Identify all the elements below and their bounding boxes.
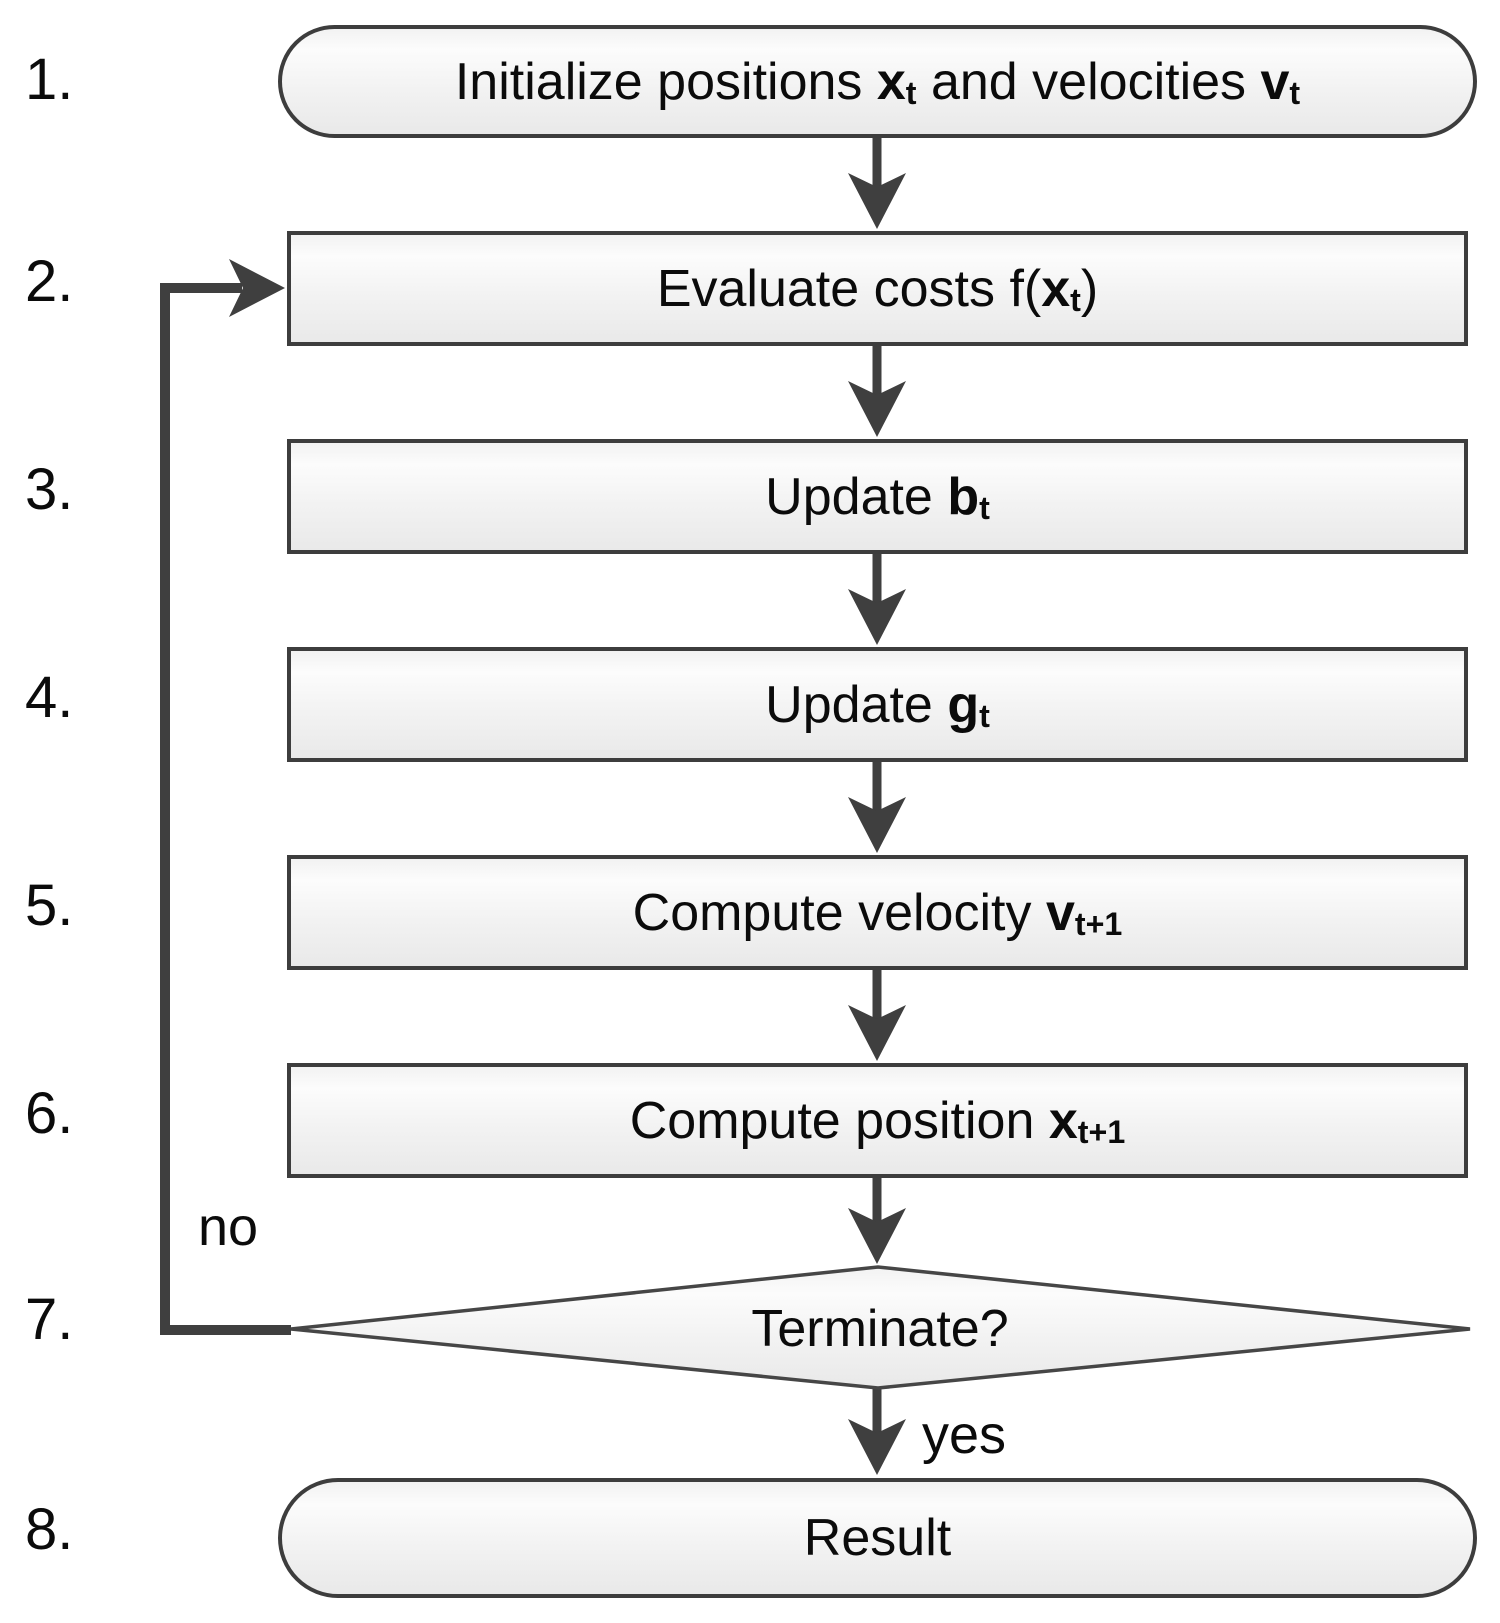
node-compute-velocity: Compute velocity vt+1 bbox=[287, 855, 1468, 970]
terminate-question-text: Terminate? bbox=[751, 1300, 1009, 1358]
node-update-b: Update bt bbox=[287, 439, 1468, 554]
node-compute-velocity-label: Compute velocity vt+1 bbox=[632, 883, 1123, 943]
step-number-6: 6. bbox=[25, 1081, 74, 1146]
node-compute-position-label: Compute position xt+1 bbox=[629, 1091, 1126, 1151]
node-result: Result bbox=[278, 1478, 1477, 1598]
step-number-8: 8. bbox=[25, 1497, 74, 1562]
step-number-2: 2. bbox=[25, 249, 74, 314]
arrow-1-to-2 bbox=[848, 138, 906, 229]
node-update-g-label: Update gt bbox=[765, 675, 990, 735]
arrow-4-to-5 bbox=[848, 762, 906, 853]
step-number-1: 1. bbox=[25, 47, 74, 112]
node-evaluate-costs: Evaluate costs f(xt) bbox=[287, 231, 1468, 346]
arrow-yes-7-to-8 bbox=[848, 1388, 906, 1475]
arrow-6-to-7 bbox=[848, 1178, 906, 1264]
node-evaluate-costs-label: Evaluate costs f(xt) bbox=[656, 259, 1099, 319]
step-number-4: 4. bbox=[25, 665, 74, 730]
node-terminate-diamond bbox=[290, 1265, 1471, 1390]
no-branch-label: no bbox=[198, 1197, 259, 1257]
node-compute-position: Compute position xt+1 bbox=[287, 1063, 1468, 1178]
node-initialize-label: Initialize positions xt and velocities v… bbox=[454, 52, 1301, 112]
arrow-5-to-6 bbox=[848, 970, 906, 1061]
node-initialize: Initialize positions xt and velocities v… bbox=[278, 25, 1477, 138]
step-number-5: 5. bbox=[25, 873, 74, 938]
arrow-3-to-4 bbox=[848, 554, 906, 645]
arrow-no-7-to-2 bbox=[160, 259, 291, 1335]
step-number-7: 7. bbox=[25, 1287, 74, 1352]
yes-branch-label: yes bbox=[922, 1405, 1007, 1465]
arrow-2-to-3 bbox=[848, 346, 906, 437]
node-update-g: Update gt bbox=[287, 647, 1468, 762]
node-result-label: Result bbox=[803, 1509, 952, 1567]
step-number-3: 3. bbox=[25, 457, 74, 522]
node-update-b-label: Update bt bbox=[765, 467, 990, 527]
node-terminate-label: Terminate? bbox=[400, 1271, 1360, 1387]
